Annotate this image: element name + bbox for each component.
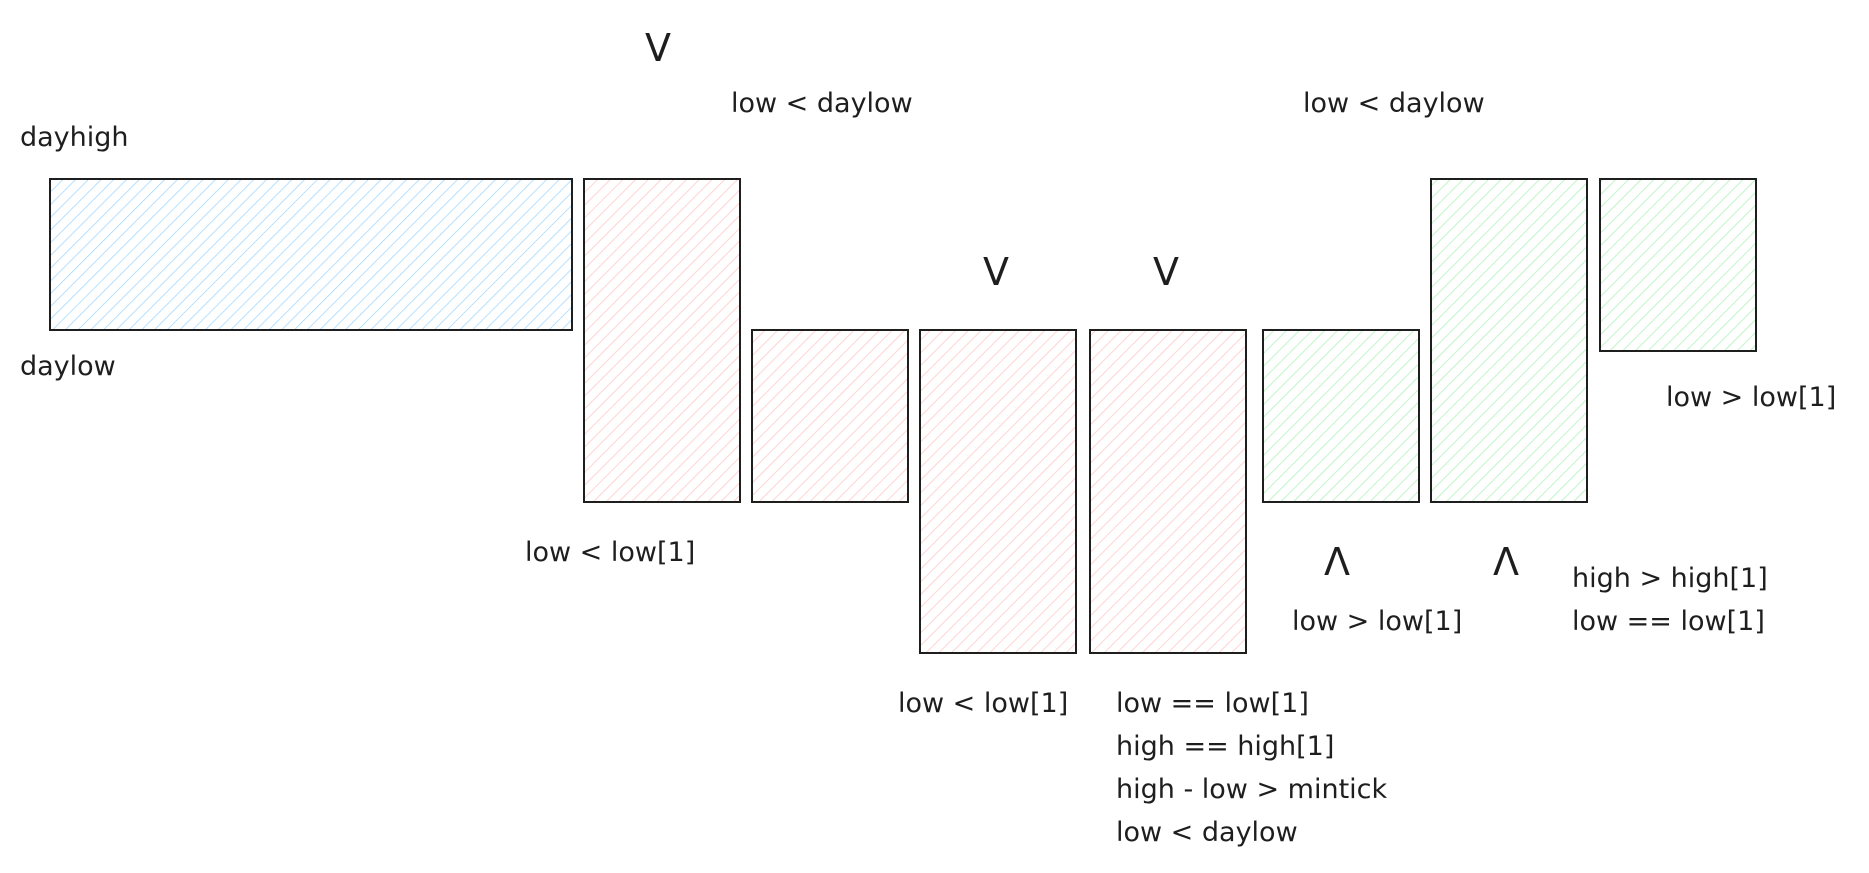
bar6-up-symbol: Λ <box>1493 540 1519 584</box>
bar2-down-box <box>751 329 909 503</box>
bar3-down-box <box>919 329 1077 654</box>
bar1-low-below-prev-label: low < low[1] <box>525 537 695 568</box>
bar4-condition-2: high == high[1] <box>1116 731 1334 762</box>
bar6-condition-2: low == low[1] <box>1572 606 1765 637</box>
bar6-low-below-daylow-label: low < daylow <box>1303 88 1485 119</box>
bar1-down-symbol: V <box>645 26 671 70</box>
bar4-down-box <box>1089 329 1247 654</box>
bar6-up-box <box>1430 178 1588 503</box>
bar1-low-below-daylow-label: low < daylow <box>731 88 913 119</box>
bar5-up-box <box>1262 329 1420 503</box>
bar7-up-box <box>1599 178 1757 352</box>
bar6-condition-1: high > high[1] <box>1572 563 1768 594</box>
bar3-down-symbol: V <box>983 250 1009 294</box>
bar4-condition-1: low == low[1] <box>1116 688 1309 719</box>
bar5-low-above-prev-label: low > low[1] <box>1292 606 1462 637</box>
bar1-down-box <box>583 178 741 503</box>
daylow-label: daylow <box>20 351 116 382</box>
bar7-low-above-prev-label: low > low[1] <box>1666 382 1836 413</box>
bar3-low-below-prev-label: low < low[1] <box>898 688 1068 719</box>
bar4-condition-3: high - low > mintick <box>1116 774 1388 805</box>
bar4-condition-4: low < daylow <box>1116 817 1298 848</box>
bar4-down-symbol: V <box>1153 250 1179 294</box>
dayhigh-label: dayhigh <box>20 122 129 153</box>
day-range-box <box>49 178 573 331</box>
bar5-up-symbol: Λ <box>1324 540 1350 584</box>
